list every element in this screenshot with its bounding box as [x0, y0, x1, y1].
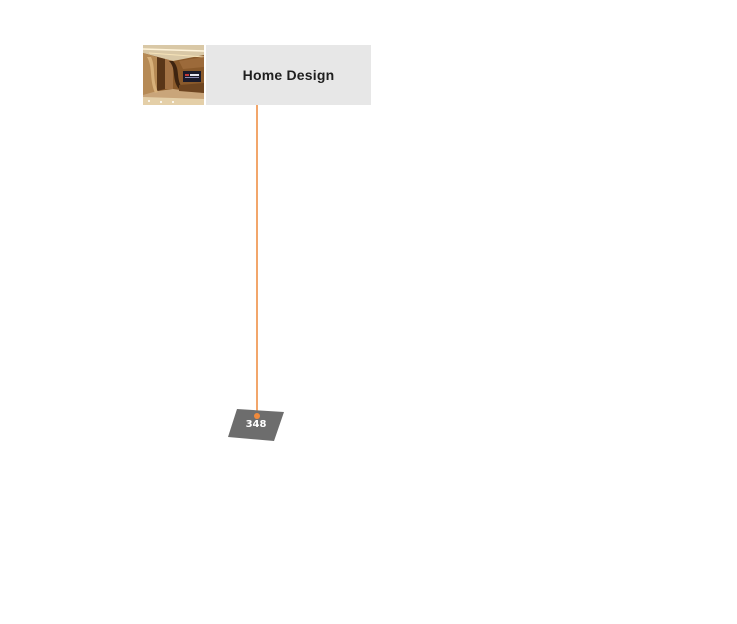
- marker-shape: [228, 409, 284, 441]
- poi-title-box[interactable]: Home Design: [206, 45, 371, 105]
- anchor-dot: [254, 413, 260, 419]
- poi-card[interactable]: Home Design: [143, 45, 371, 105]
- poi-title: Home Design: [242, 67, 335, 83]
- floor-marker-label: 348: [245, 419, 267, 430]
- floor-marker[interactable]: 348: [228, 409, 284, 441]
- interior-photo-thumbnail[interactable]: [143, 45, 204, 105]
- leader-line: [256, 105, 258, 416]
